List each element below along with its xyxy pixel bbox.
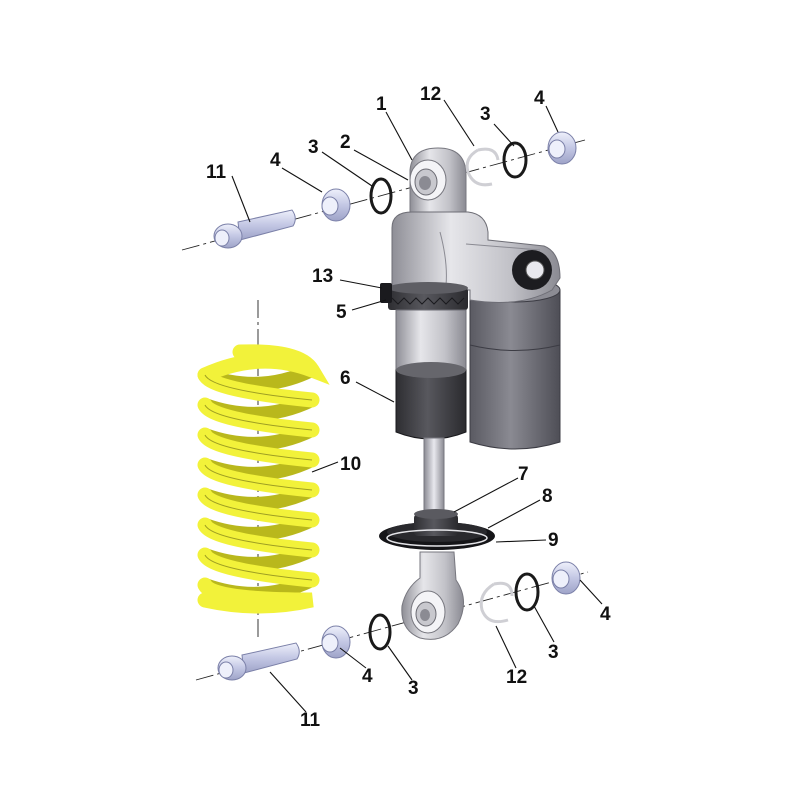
lower-left-o-ring (368, 613, 392, 651)
callout-labels: 1 2 3 4 11 12 3 4 13 5 6 10 7 8 9 4 3 12… (206, 84, 611, 731)
upper-bolt (213, 209, 296, 249)
leader-lines (231, 99, 603, 713)
preload-collar (388, 282, 468, 310)
callout-8: 8 (542, 486, 553, 507)
lower-left-bushing (321, 625, 351, 659)
callout-11-lower: 11 (300, 710, 321, 731)
callout-9: 9 (548, 530, 559, 551)
lower-right-bushing (551, 561, 581, 595)
callout-1: 1 (376, 94, 387, 115)
callout-4-lower-right: 4 (600, 604, 611, 625)
callout-2: 2 (340, 132, 351, 153)
callout-3-upper-left: 3 (308, 137, 319, 158)
callout-13: 13 (312, 266, 333, 287)
callout-7: 7 (518, 464, 529, 485)
callout-4-lower-left: 4 (362, 666, 373, 687)
callout-6: 6 (340, 368, 351, 389)
lower-right-o-ring (514, 572, 540, 612)
callout-11-upper: 11 (206, 162, 227, 183)
upper-left-o-ring (369, 177, 393, 215)
shock-body (391, 211, 561, 303)
callout-12-lower: 12 (506, 667, 527, 688)
callout-4-upper-left: 4 (270, 150, 281, 171)
lower-circlip-tip (493, 581, 514, 597)
callout-4-upper-right: 4 (534, 88, 545, 109)
lock-ring (380, 283, 392, 303)
callout-3-upper-right: 3 (480, 104, 491, 125)
callout-5: 5 (336, 302, 347, 323)
lower-eye-mount (401, 551, 464, 640)
upper-circlip (465, 148, 493, 187)
upper-right-bushing (547, 131, 577, 165)
upper-left-bushing (321, 188, 351, 222)
coil-spring (197, 344, 330, 614)
upper-right-o-ring (502, 141, 528, 179)
lower-bolt (217, 642, 300, 681)
callout-10: 10 (340, 454, 361, 475)
callout-3-lower-right: 3 (548, 642, 559, 663)
callout-12-upper: 12 (420, 84, 441, 105)
lower-spring-seat (379, 509, 495, 550)
piggyback-reservoir (469, 277, 561, 450)
upper-eye-mount (409, 147, 467, 216)
damper-cylinder (395, 309, 467, 440)
lower-circlip (479, 582, 509, 624)
upper-circlip-tip (477, 147, 500, 161)
callout-3-lower-left: 3 (408, 678, 419, 699)
